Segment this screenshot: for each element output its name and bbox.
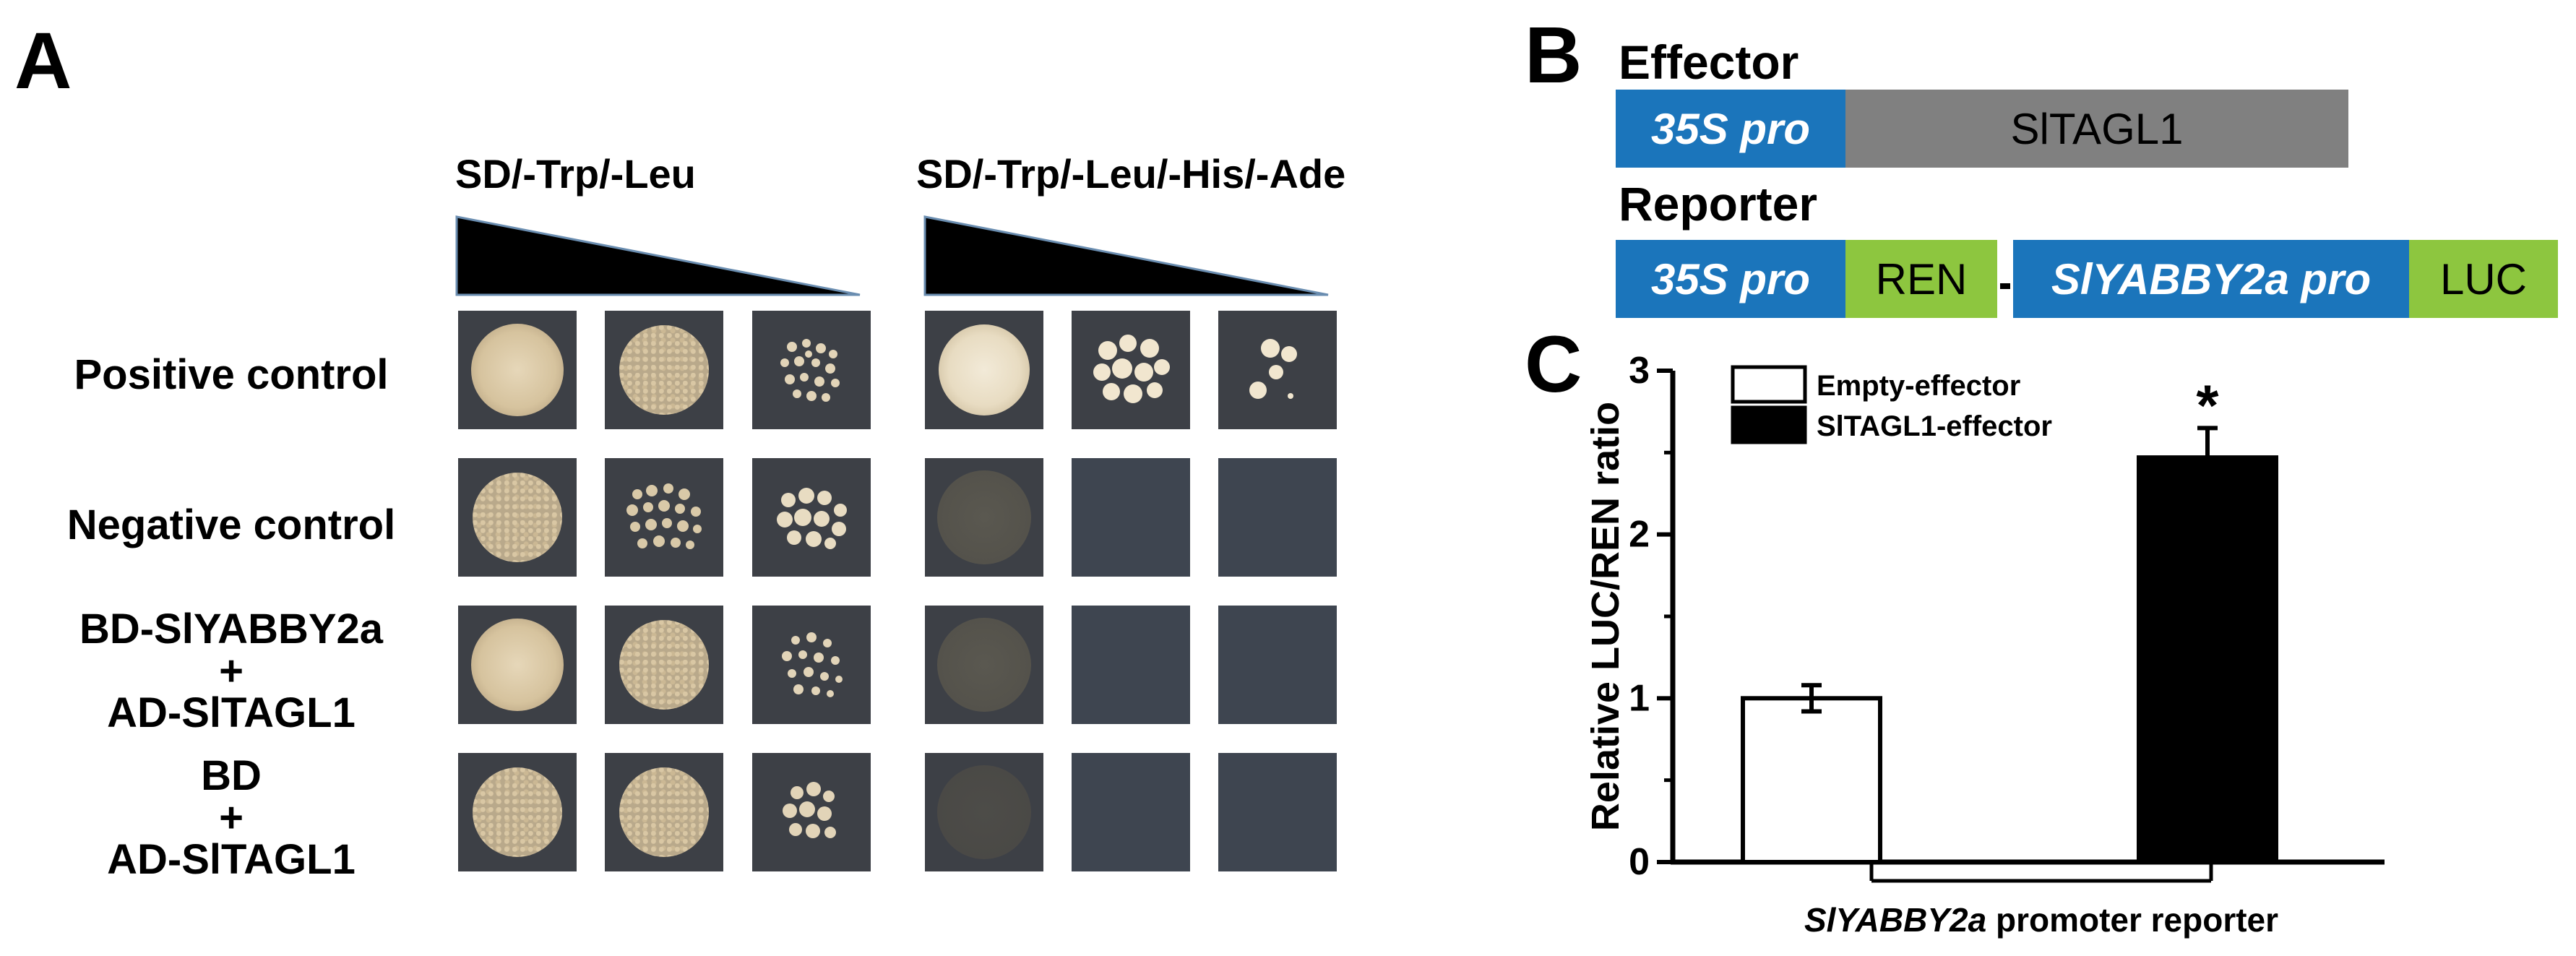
y-tick-label: 0 xyxy=(1629,841,1650,883)
bar-sltagl1-effector xyxy=(2137,455,2278,864)
yeast-spot-r2-c6 xyxy=(1218,458,1337,577)
yeast-spot-r1-c1 xyxy=(458,311,577,429)
row-label-line: Negative control xyxy=(66,501,396,548)
yeast-spot-r1-c5 xyxy=(1072,311,1190,429)
reporter-luc-box: LUC xyxy=(2409,240,2558,318)
yeast-spot-r4-c3 xyxy=(752,753,871,871)
yeast-spot-r1-c6 xyxy=(1218,311,1337,429)
reporter-promoter-box: 35S pro xyxy=(1616,240,1845,318)
row-label-line: AD-SlTAGL1 xyxy=(107,836,356,883)
y-tick-label: 3 xyxy=(1629,350,1650,392)
y-tick-label: 1 xyxy=(1629,677,1650,719)
reporter-title: Reporter xyxy=(1619,177,1818,231)
colony-faint xyxy=(937,765,1031,859)
x-axis-label: SlYABBY2a promoter reporter xyxy=(1804,901,2278,939)
significance-asterisk: * xyxy=(2196,373,2219,437)
effector-gene-box: SlTAGL1 xyxy=(1845,90,2348,168)
colony-dense-dots xyxy=(626,483,702,549)
linker-dash xyxy=(2000,283,2010,289)
effector-title: Effector xyxy=(1619,35,1799,89)
row-label-line: BD xyxy=(201,752,262,799)
colony-faint xyxy=(937,470,1031,564)
colony-few xyxy=(1249,339,1297,399)
bar-chart: Relative LUC/REN ratio 0 1 2 3 * Empty-effe… xyxy=(1584,350,2385,939)
yeast-spot-r2-c2 xyxy=(605,458,723,577)
y-tick-label: 2 xyxy=(1629,514,1650,556)
yeast-spot-r2-c5 xyxy=(1072,458,1190,577)
panel-letter-c: C xyxy=(1525,320,1582,409)
colony-mottled xyxy=(473,767,562,857)
colony-dense xyxy=(471,324,564,416)
colony-dense xyxy=(471,619,564,711)
colony-sparse xyxy=(782,632,843,697)
legend-swatch xyxy=(1731,365,1807,404)
yeast-spot-r1-c2 xyxy=(605,311,723,429)
yeast-spot-r4-c6 xyxy=(1218,753,1337,871)
x-axis-label-italic: SlYABBY2a xyxy=(1804,901,1986,939)
colony-dense xyxy=(939,324,1030,415)
colony-sparse xyxy=(780,339,840,402)
colony-clustered xyxy=(783,782,836,838)
legend-label: Empty-effector xyxy=(1817,370,2020,402)
colony-mottled xyxy=(619,767,709,857)
effector-promoter-box: 35S pro xyxy=(1616,90,1845,168)
colony-large xyxy=(1093,335,1170,403)
yeast-spot-r2-c4 xyxy=(925,458,1043,577)
yeast-spot-r1-c4 xyxy=(925,311,1043,429)
yeast-spot-r3-c6 xyxy=(1218,606,1337,724)
row-label-line: + xyxy=(219,647,244,694)
dilution-triangle-left xyxy=(455,215,861,296)
yeast-spot-r3-c4 xyxy=(925,606,1043,724)
yeast-spot-r4-c2 xyxy=(605,753,723,871)
y-axis-label: Relative LUC/REN ratio xyxy=(1584,402,1627,831)
row-label-line: + xyxy=(219,794,244,841)
panel-letter-a: A xyxy=(14,17,72,105)
panel-letter-b: B xyxy=(1525,11,1582,100)
legend-swatch xyxy=(1731,405,1807,444)
row-label-line: BD-SlYABBY2a xyxy=(79,606,384,653)
colony-mottled xyxy=(619,620,709,710)
yeast-spot-r3-c5 xyxy=(1072,606,1190,724)
reporter-ren-box: REN xyxy=(1845,240,1997,318)
row-label-bd-slyabby2a: BD-SlYABBY2a + AD-SlTAGL1 xyxy=(29,608,434,734)
yeast-spot-r1-c3 xyxy=(752,311,871,429)
colony-mottled xyxy=(473,473,562,562)
header-sd-trp-leu: SD/-Trp/-Leu xyxy=(455,151,696,197)
yeast-spot-r4-c4 xyxy=(925,753,1043,871)
row-label-line: AD-SlTAGL1 xyxy=(107,689,356,736)
yeast-spot-r3-c2 xyxy=(605,606,723,724)
dilution-triangle-right xyxy=(923,215,1329,296)
yeast-spot-r4-c1 xyxy=(458,753,577,871)
header-sd-trp-leu-his-ade: SD/-Trp/-Leu/-His/-Ade xyxy=(916,151,1346,197)
colony-mottled xyxy=(619,325,709,415)
row-label-bd: BD + AD-SlTAGL1 xyxy=(29,755,434,881)
colony-faint xyxy=(937,618,1031,712)
yeast-spot-r4-c5 xyxy=(1072,753,1190,871)
row-label-negative-control: Negative control xyxy=(29,504,434,546)
colony-large xyxy=(777,488,847,549)
x-axis-label-rest: promoter reporter xyxy=(1986,901,2278,939)
legend-label: SlTAGL1-effector xyxy=(1817,410,2052,442)
row-label-line: Positive control xyxy=(74,351,389,398)
yeast-spot-r2-c1 xyxy=(458,458,577,577)
yeast-spot-r3-c3 xyxy=(752,606,871,724)
yeast-spot-r3-c1 xyxy=(458,606,577,724)
reporter-target-promoter-box: SlYABBY2a pro xyxy=(2013,240,2409,318)
bar-empty-effector xyxy=(1741,696,1882,865)
yeast-spot-r2-c3 xyxy=(752,458,871,577)
row-label-positive-control: Positive control xyxy=(29,354,434,396)
